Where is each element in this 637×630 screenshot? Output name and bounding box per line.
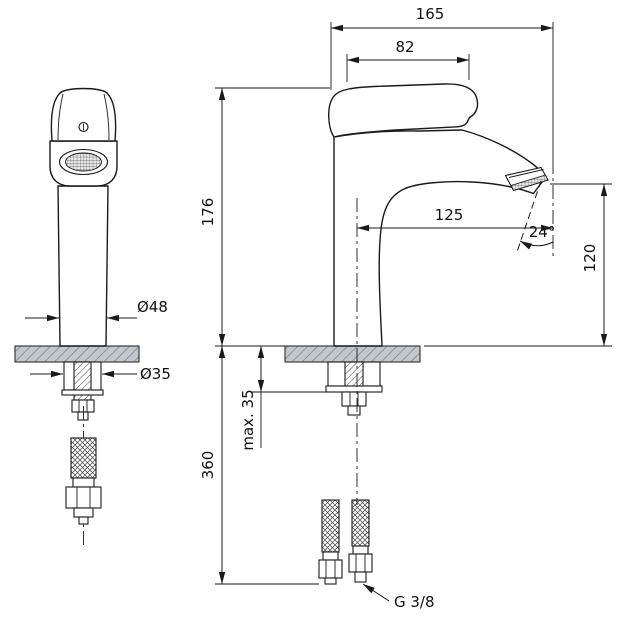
mounting-nut-side xyxy=(341,391,367,407)
dimension-max-deck-thickness: max. 35 xyxy=(239,345,326,451)
hose-nut-front xyxy=(65,486,102,509)
water-stream-line xyxy=(516,180,542,253)
mounting-nut-front xyxy=(71,399,95,413)
hose-left-nut xyxy=(318,559,343,579)
hose-right-nut xyxy=(348,553,373,573)
overall-depth-label: 165 xyxy=(416,5,445,23)
spout-angle-label: 24° xyxy=(529,223,556,241)
max-deck-thickness-label: max. 35 xyxy=(239,389,257,450)
hose-right-side xyxy=(351,499,370,547)
dimension-hole-diameter: Ø35 xyxy=(30,365,171,383)
body-height-label: 176 xyxy=(199,198,217,227)
callout-thread-size: G 3/8 xyxy=(362,583,435,611)
dimension-outlet-height: 120 xyxy=(424,183,612,347)
countertop-front xyxy=(14,345,140,363)
dimension-body-diameter: Ø48 xyxy=(25,298,168,322)
aerator-front xyxy=(65,152,102,172)
supply-hoses-side xyxy=(318,499,373,585)
aerator-side xyxy=(504,166,549,192)
dimension-spout-reach: 125 xyxy=(357,206,553,232)
spout-reach-label: 125 xyxy=(435,206,464,224)
thread-size-label: G 3/8 xyxy=(394,593,435,611)
water-stream: 24° xyxy=(516,180,556,253)
body-front xyxy=(57,185,109,347)
hole-diameter-label: Ø35 xyxy=(140,365,171,383)
handle-front xyxy=(50,87,117,142)
outlet-height-label: 120 xyxy=(581,244,599,273)
hose-left-side xyxy=(321,499,340,553)
shank-front xyxy=(61,361,104,421)
body-diameter-label: Ø48 xyxy=(137,298,168,316)
dimension-body-height: 176 xyxy=(199,87,330,347)
dimension-hose-length: 360 xyxy=(199,346,319,585)
angle-arc xyxy=(519,240,554,250)
side-view: 24° xyxy=(284,22,556,585)
lever-side xyxy=(328,83,479,138)
dimension-overall-depth: 165 xyxy=(330,5,553,90)
front-view: Ø48 Ø35 xyxy=(14,87,171,545)
body-spout-side xyxy=(333,129,546,347)
countertop-side xyxy=(284,345,421,363)
supply-hose-front xyxy=(65,406,102,545)
mounting-hardware-side xyxy=(325,361,383,416)
hose-length-label: 360 xyxy=(199,451,217,480)
dimension-handle-length: 82 xyxy=(346,38,470,82)
hose-braid-front xyxy=(70,437,97,479)
handle-length-label: 82 xyxy=(395,38,414,56)
